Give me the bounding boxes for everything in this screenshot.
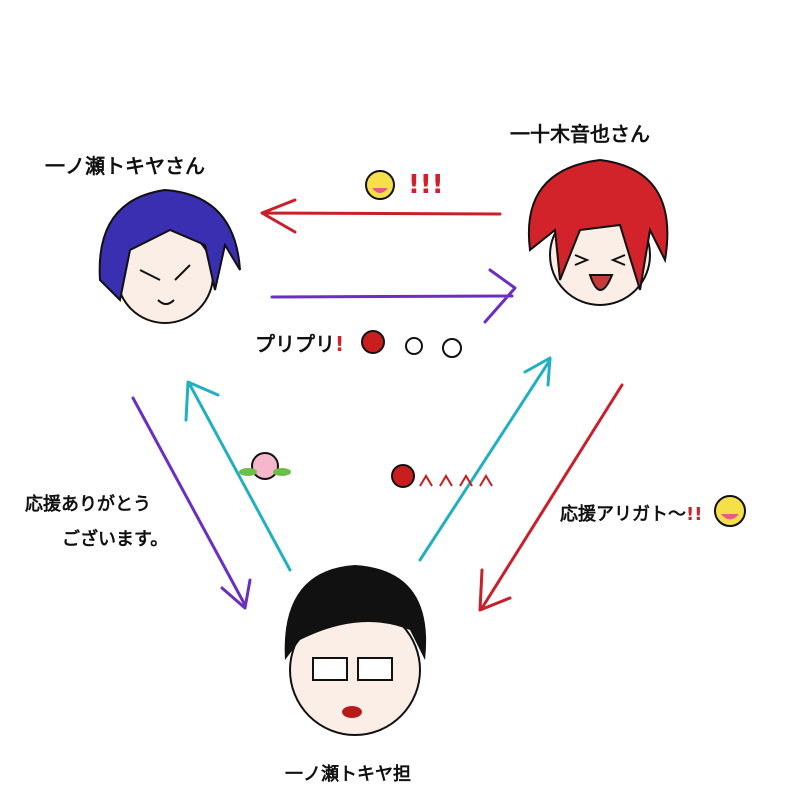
otoya-face [527,158,669,306]
puripuri-label: プリプリ [255,332,335,356]
thanks-text-line2: ございます。 [62,529,169,550]
angry-face-icon-2 [391,464,493,488]
arrow-fan-to-tokiya [184,380,292,572]
fan-face [284,565,427,736]
tokiya-face [98,188,241,324]
puripuri-text: プリプリ! [255,328,344,357]
exclamation-marks: !!! [408,170,444,200]
fan-name-label: 一ノ瀬トキヤ担 [285,764,411,785]
angry-face-icon [361,330,385,354]
arrow-tokiya-to-otoya [270,268,517,324]
otoya-thanks-label: 応援アリガト〜 [560,504,686,525]
arrow-otoya-to-fan [478,383,624,612]
arrow-fan-to-otoya [418,356,552,562]
exclamation-mark: ! [335,332,345,356]
arrow-tokiya-to-fan [131,396,252,610]
otoya-name-label: 一十木音也さん [510,122,650,146]
laughing-emoji-icon [365,170,395,200]
huff-puff-icon [405,337,462,358]
laughing-emoji-icon-2 [714,495,746,527]
thanks-text-line1: 応援ありがとう [25,494,151,515]
exclamation-marks-2: !! [686,504,703,525]
peach-icon [239,452,291,480]
arrow-otoya-to-tokiya [260,198,502,234]
otoya-thanks-text: 応援アリガト〜!! [560,500,702,526]
tokiya-name-label: 一ノ瀬トキヤさん [45,154,205,178]
